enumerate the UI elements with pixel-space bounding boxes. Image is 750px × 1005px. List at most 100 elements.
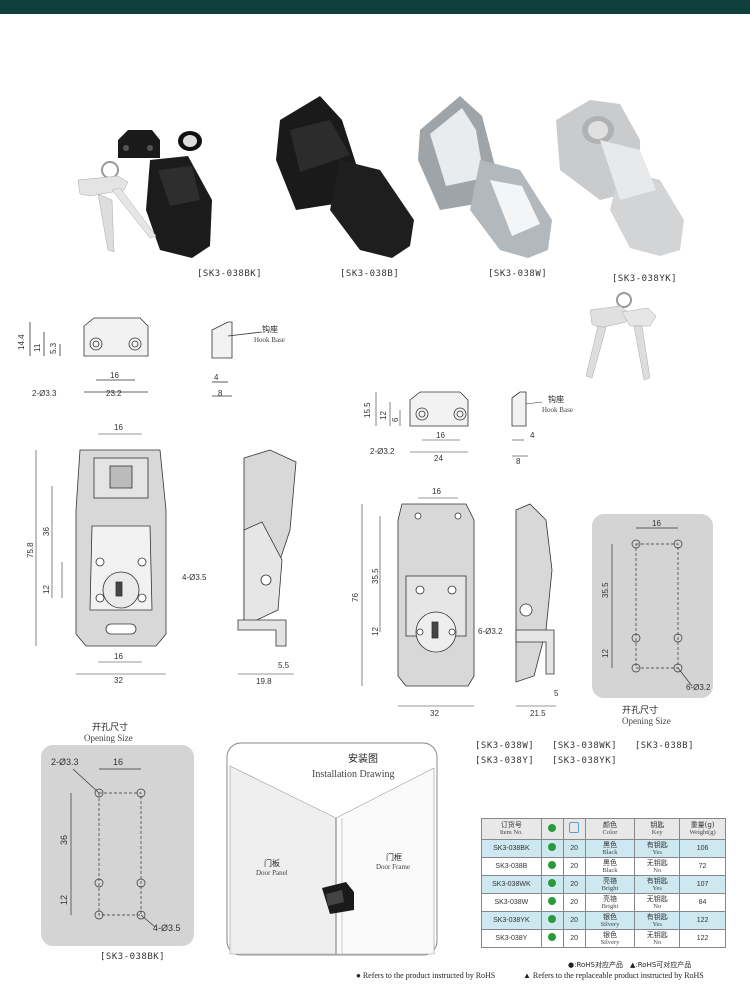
key-cn: 无钥匙 — [646, 930, 668, 939]
weight: 122 — [679, 911, 726, 930]
weight: 106 — [679, 839, 726, 858]
drawing-right: 15.5 12 6 2-Ø3.2 16 24 4 8 钩座 Hook Base … — [351, 391, 573, 718]
dimension-label: 21.5 — [530, 709, 546, 718]
door-frame-en: Door Frame — [376, 863, 410, 871]
product-photo-sk3-038w — [418, 96, 552, 258]
hook-base-label-en: Hook Base — [254, 336, 285, 344]
item-no: SK3-038YK — [481, 911, 542, 930]
key-en: No — [653, 866, 662, 874]
installation-title-cn: 安装图 — [348, 752, 378, 765]
rohs-dot — [548, 843, 557, 851]
dimension-label: 2-Ø3.3 — [32, 389, 57, 398]
key-cn: 有钥匙 — [646, 876, 668, 885]
door-panel-cn: 门板 — [264, 858, 280, 868]
product-label: [SK3-038BK] — [197, 269, 263, 279]
product-label: [SK3-038W] — [488, 269, 548, 279]
dimension-label: 4 — [530, 431, 535, 440]
dimension-label: 12 — [371, 627, 380, 636]
installation-title-en: Installation Drawing — [312, 769, 394, 780]
color-en: Black — [602, 848, 618, 856]
rohs-legend-en-2: ▲ Refers to the replaceable product inst… — [523, 971, 704, 980]
product-photos — [77, 96, 684, 381]
top-banner — [0, 0, 750, 14]
key-en: Yes — [652, 848, 662, 856]
dimension-label: 75.8 — [26, 542, 35, 558]
item-no: SK3-038WK — [481, 875, 542, 894]
dimension-label: 8 — [516, 457, 521, 466]
dimension-label: 14.4 — [17, 334, 26, 350]
opening-size-cn: 开孔尺寸 — [622, 704, 658, 716]
color-en: Silvery — [600, 938, 620, 946]
dimension-label: 23.2 — [106, 389, 122, 398]
dimension-label: 15.5 — [363, 402, 372, 418]
dimension-label: 35.5 — [601, 582, 610, 598]
dimension-label: 5.5 — [278, 661, 290, 670]
dimension-label: 4 — [214, 373, 219, 382]
item-no: SK3-038B — [481, 857, 542, 876]
color-en: Bright — [601, 902, 619, 910]
dimension-label: 36 — [42, 527, 51, 536]
color-en: Silvery — [600, 920, 620, 928]
installation-drawing: 安装图 Installation Drawing 门板 Door Panel 门… — [226, 742, 438, 956]
dimension-label: 16 — [114, 423, 123, 432]
color-cn: 亮铬 — [602, 894, 617, 903]
qty: 20 — [562, 893, 586, 912]
model-list-line1: [SK3-038W] [SK3-038WK] [SK3-038B] — [475, 741, 694, 751]
opening-size-en: Opening Size — [622, 716, 671, 726]
product-photo-sk3-038b — [276, 96, 414, 258]
product-label: [SK3-038B] — [340, 269, 400, 279]
key-cn: 有钥匙 — [646, 840, 668, 849]
weight: 107 — [679, 875, 726, 894]
dimension-label: 8 — [218, 389, 223, 398]
key-cn: 无钥匙 — [646, 858, 668, 867]
item-no: SK3-038W — [481, 893, 542, 912]
rohs-icon — [548, 823, 557, 832]
model-list-line2: [SK3-038Y] [SK3-038YK] — [475, 756, 617, 766]
dimension-label: 4-Ø3.5 — [153, 923, 181, 933]
key-en: No — [653, 938, 662, 946]
color-cn: 银色 — [602, 930, 617, 939]
dimension-label: 19.8 — [256, 677, 272, 686]
dimension-label: 24 — [434, 454, 443, 463]
rohs-dot — [548, 861, 557, 869]
dimension-label: 16 — [110, 371, 119, 380]
product-label: [SK3-038YK] — [612, 274, 678, 284]
rohs-dot — [548, 897, 557, 905]
header-weight: 重量(g)Weight(g) — [679, 818, 726, 840]
key-en: No — [653, 902, 662, 910]
product-photo-sk3-038bk — [77, 130, 212, 258]
key-en: Yes — [652, 920, 662, 928]
door-frame-cn: 门框 — [386, 852, 402, 862]
qty: 20 — [562, 911, 586, 930]
qty: 20 — [562, 929, 586, 948]
model-code: [SK3-038WK] — [551, 741, 618, 751]
package-icon — [569, 822, 580, 833]
color-cn: 黑色 — [602, 858, 617, 867]
opening-size-cn: 开孔尺寸 — [92, 721, 128, 733]
dimension-label: 4-Ø3.5 — [182, 573, 207, 582]
key-cn: 无钥匙 — [646, 894, 668, 903]
item-no: SK3-038BK — [481, 839, 542, 858]
dimension-label: 6 — [391, 417, 400, 422]
dimension-label: 6-Ø3.2 — [686, 683, 711, 692]
dimension-label: 2-Ø3.2 — [370, 447, 395, 456]
drawing-left: 14.4 11 5.3 16 23.2 2-Ø3.3 4 8 钩座 Hook B… — [17, 317, 297, 686]
dimension-label: 6-Ø3.2 — [478, 627, 503, 636]
weight: 72 — [679, 857, 726, 876]
key-en: Yes — [652, 884, 662, 892]
dimension-label: 12 — [379, 411, 388, 420]
dimension-label: 16 — [436, 431, 445, 440]
dimension-label: 5 — [554, 689, 559, 698]
header-package-icon — [562, 818, 586, 840]
product-photo-keys-yk — [585, 292, 657, 381]
opening-size-panel-left — [41, 745, 194, 946]
opening-size-en: Opening Size — [84, 733, 133, 743]
color-en: Bright — [601, 884, 619, 892]
qty: 20 — [562, 857, 586, 876]
